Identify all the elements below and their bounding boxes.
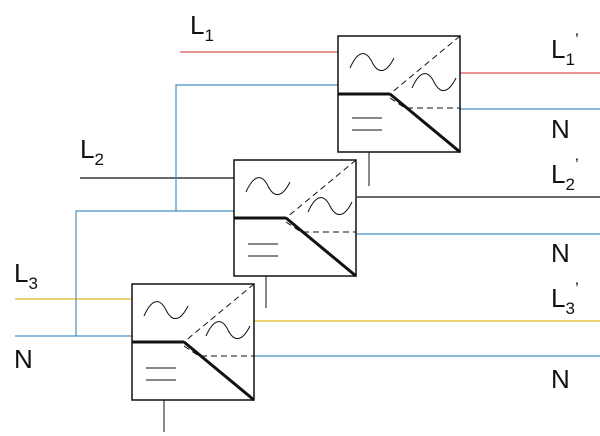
neutral-riser-2: [175, 84, 338, 211]
label-l2-output: L2’: [551, 155, 579, 194]
label-n-output-3: N: [551, 364, 570, 394]
ac-output-sine-icon: [205, 321, 251, 339]
ac-input-sine-icon: [349, 53, 395, 71]
label-l1-input: L1: [190, 10, 214, 45]
label-n-output-2: N: [551, 238, 570, 268]
label-l3-output: L3’: [551, 279, 579, 318]
ac-input-sine-icon: [245, 177, 291, 195]
label-n-output-1: N: [551, 114, 570, 144]
label-l2-input: L2: [80, 134, 104, 169]
converter-unit-3: [131, 283, 255, 402]
converter-unit-1: [337, 35, 461, 154]
ac-output-sine-icon: [411, 73, 457, 91]
ac-input-sine-icon: [143, 301, 189, 319]
converter-unit-2: [233, 159, 357, 278]
label-n-input: N: [14, 344, 33, 374]
ac-output-sine-icon: [307, 197, 353, 215]
label-l3-input: L3: [14, 258, 38, 293]
neutral-riser-1: [75, 210, 234, 336]
label-l1-output: L1’: [551, 30, 579, 69]
